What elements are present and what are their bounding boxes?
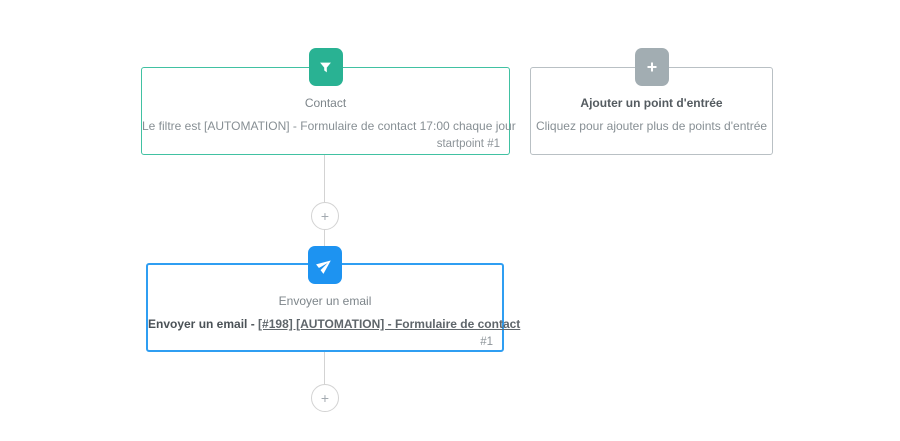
node-add-entry-point[interactable]: Ajouter un point d'entrée Cliquez pour a… [530, 48, 773, 155]
node-send-email[interactable]: Envoyer un email Envoyer un email - [#19… [146, 246, 520, 352]
email-label-prefix: Envoyer un email - [148, 317, 255, 331]
connector-line-bottom [324, 352, 325, 400]
add-action-button-bottom[interactable]: + [311, 384, 339, 412]
node-title: Ajouter un point d'entrée [580, 96, 723, 110]
plus-icon: + [320, 389, 330, 406]
plus-icon [634, 48, 669, 86]
node-email-label: Envoyer un email - [#198] [AUTOMATION] -… [148, 317, 520, 331]
node-footnote: startpoint #1 [436, 138, 500, 150]
node-title: Contact [304, 96, 347, 110]
filter-icon [308, 48, 343, 86]
node-description: Le filtre est [AUTOMATION] - Formulaire … [142, 119, 516, 133]
node-footnote: #1 [480, 336, 493, 348]
send-icon [308, 246, 342, 284]
node-contact-source[interactable]: Contact Le filtre est [AUTOMATION] - For… [141, 48, 516, 155]
node-title: Envoyer un email [278, 294, 372, 308]
node-description: Cliquez pour ajouter plus de points d'en… [535, 119, 768, 133]
plus-icon: + [320, 207, 330, 224]
add-action-button-top[interactable]: + [311, 202, 339, 230]
email-link[interactable]: [#198] [AUTOMATION] - Formulaire de cont… [258, 317, 521, 331]
